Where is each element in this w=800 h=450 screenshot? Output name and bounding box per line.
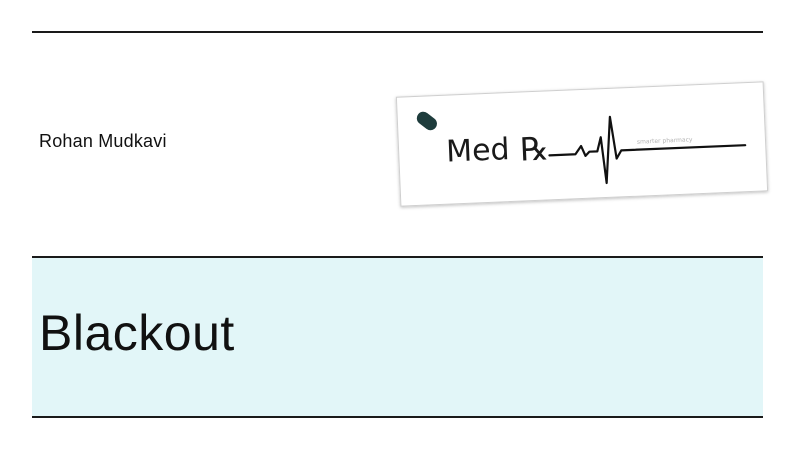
title-banner bbox=[32, 258, 763, 416]
logo-brand-text: Med bbox=[445, 132, 510, 170]
document-title: Blackout bbox=[39, 305, 235, 361]
pill-icon bbox=[416, 111, 437, 131]
top-divider bbox=[32, 31, 763, 33]
bottom-divider bbox=[32, 416, 763, 418]
logo-tagline: smarter pharmacy bbox=[637, 136, 693, 145]
logo-rx-symbol: ℞ bbox=[519, 129, 549, 168]
heartbeat-line-icon bbox=[548, 115, 747, 185]
middle-divider bbox=[32, 256, 763, 258]
medrx-logo: Med ℞ smarter pharmacy bbox=[395, 81, 769, 207]
author-name: Rohan Mudkavi bbox=[39, 131, 167, 151]
